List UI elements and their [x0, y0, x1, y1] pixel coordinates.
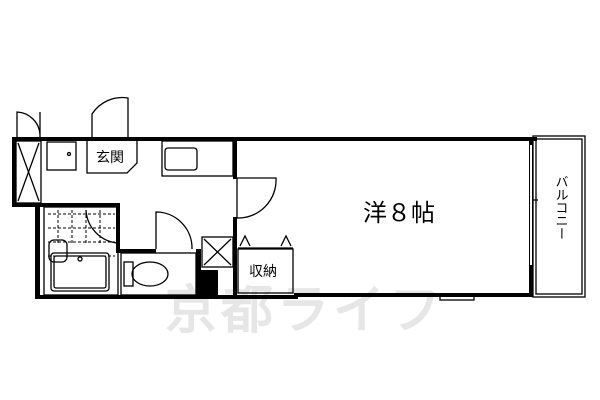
- entrance-label: 玄関: [96, 149, 124, 166]
- balcony-label: バルコニー: [553, 175, 569, 240]
- storage-label: 収納: [249, 264, 277, 280]
- western-room-label: 洋８帖: [363, 199, 435, 227]
- storage: [237, 248, 294, 294]
